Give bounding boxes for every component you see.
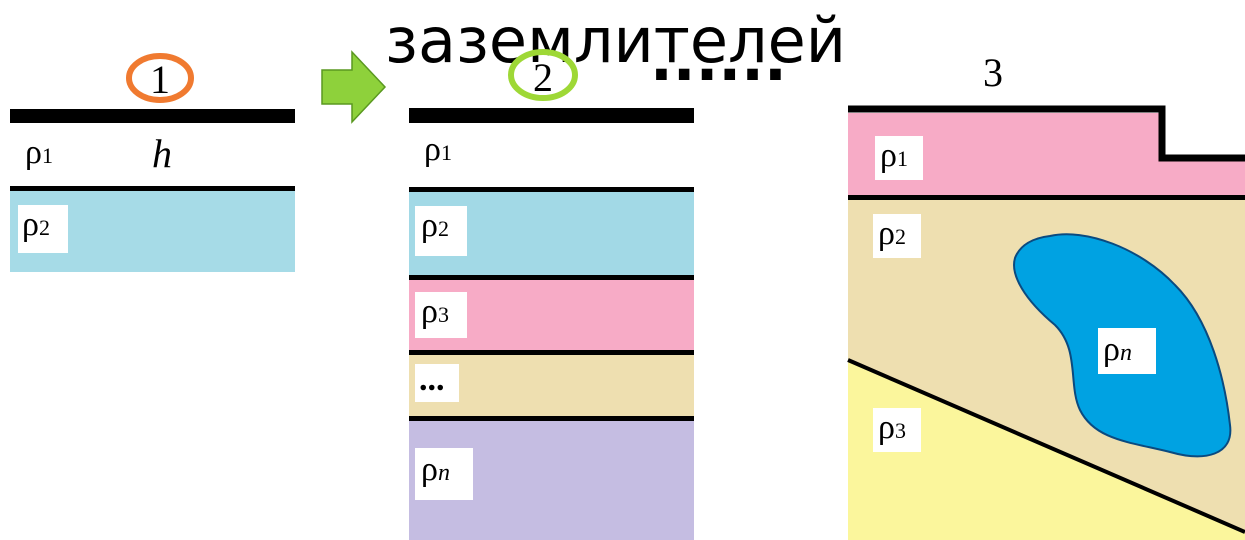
- panel-2-layer-n-label: ρn: [421, 451, 450, 488]
- panel-2-boundary-3: [409, 350, 694, 355]
- panel-2-layer-n-label-bg: [415, 448, 473, 500]
- panel-1-number: 1: [150, 57, 170, 102]
- panel-2: 2 ρ1 ρ2 ρ3 ... ρn: [409, 49, 694, 540]
- panel-2-boundary-4: [409, 416, 694, 421]
- panel-2-boundary-1: [409, 187, 694, 192]
- panel-2-layer-1-label: ρ1: [424, 131, 452, 168]
- panel-1: 1 ρ1 h ρ2: [10, 53, 295, 272]
- panel-3-lens-label-bg: [1098, 328, 1156, 374]
- panel-3-layer-2-label-bg: [873, 214, 921, 258]
- panel-2-number-circle: [508, 49, 578, 101]
- panel-2-layer-2-label: ρ2: [421, 207, 449, 244]
- panel-2-boundary-2: [409, 275, 694, 280]
- panel-1-layer-1-label: ρ1: [25, 134, 53, 171]
- panel-1-layer-2-label: ρ2: [22, 206, 50, 243]
- panel-3-layer-1-label-bg: [875, 136, 923, 180]
- panel-3-boundary-1: [848, 195, 1245, 200]
- panel-2-number: 2: [533, 55, 553, 100]
- panel-3-layer-3-label-bg: [873, 408, 921, 452]
- panel-3-layer-1: [848, 113, 1245, 197]
- panel-2-ellipsis-label: ...: [419, 361, 445, 398]
- panel-1-boundary-line: [10, 186, 295, 191]
- panel-3-layer-1-label: ρ1: [880, 137, 908, 174]
- panel-2-ellipsis-bg: [415, 364, 459, 402]
- panel-3-lens-label: ρn: [1103, 331, 1132, 368]
- title-text: заземлителей: [385, 4, 846, 77]
- panel-1-h-label: h: [152, 131, 172, 176]
- panel-2-surface-bar: [409, 108, 694, 123]
- panel-3-layer-2-label: ρ2: [878, 215, 906, 252]
- panel-3: 3 ρ1 ρ2 ρ3 ρn: [847, 50, 1245, 540]
- separator-dots: ......: [650, 25, 787, 95]
- panel-1-layer-2-label-bg: [18, 205, 68, 253]
- panel-1-surface-bar: [10, 109, 295, 123]
- panel-3-surface-bar: [848, 105, 1245, 162]
- panel-2-layer-2-label-bg: [415, 206, 467, 256]
- panel-2-layer-3-label-bg: [415, 292, 467, 338]
- panel-3-number: 3: [983, 50, 1003, 95]
- panel-2-layer-3-label: ρ3: [421, 293, 449, 330]
- arrow-right-icon: [321, 50, 387, 124]
- panel-3-layer-3-label: ρ3: [878, 409, 906, 446]
- panel-1-number-circle: [126, 53, 194, 103]
- panel-3-inclined-boundary: [847, 358, 1245, 534]
